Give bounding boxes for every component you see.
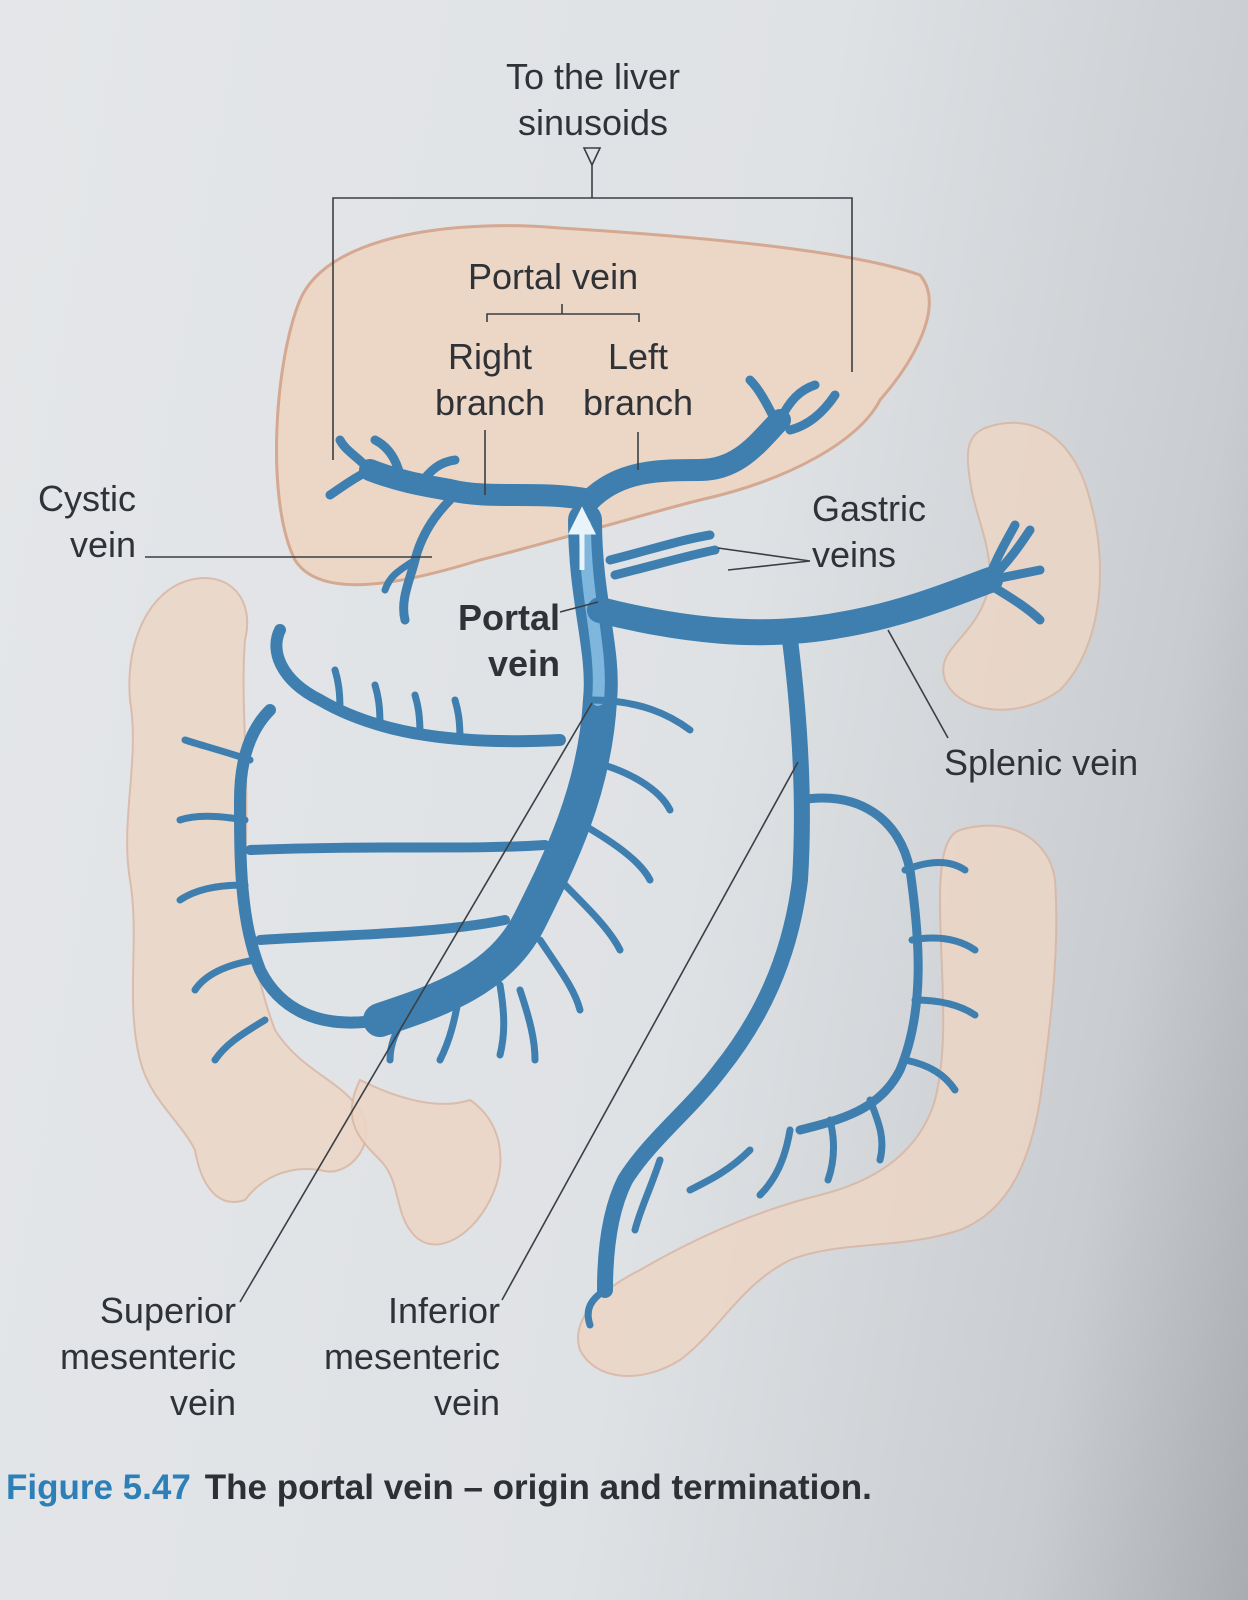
superior-mesenteric-line2: mesenteric <box>59 1336 236 1377</box>
leader-lines <box>145 147 949 1303</box>
cystic-vein-label: Cystic vein <box>10 476 136 568</box>
liver-sinusoids-line1: To the liver <box>505 56 681 97</box>
left-branch-line2: branch <box>582 382 694 423</box>
ascending-colon <box>126 577 368 1203</box>
flow-arrow <box>567 506 597 570</box>
superior-mesenteric-line1: Superior <box>99 1290 236 1331</box>
gastric-veins-line1: Gastric <box>812 488 927 529</box>
portal-vein-center-label: Portal vein <box>420 595 560 687</box>
liver-sinusoids-line2: sinusoids <box>517 102 669 143</box>
figure-caption: Figure 5.47 The portal vein – origin and … <box>6 1468 872 1508</box>
gastric-veins <box>605 530 720 580</box>
inferior-mesenteric-line3: vein <box>433 1382 500 1423</box>
figure-number: Figure 5.47 <box>6 1468 191 1507</box>
portal-vein-center-line1: Portal <box>457 597 560 638</box>
descending-colon <box>577 824 1058 1377</box>
portal-vein-center-line2: vein <box>487 643 560 684</box>
inferior-mesenteric-vein-label: Inferior mesenteric vein <box>290 1288 500 1426</box>
left-branch-label: Left branch <box>568 334 708 426</box>
left-branch <box>579 375 840 511</box>
left-branch-line1: Left <box>607 336 669 377</box>
splenic-vein-label: Splenic vein <box>944 742 1139 783</box>
right-branch-line1: Right <box>447 336 533 377</box>
cystic-vein-line2: vein <box>69 524 136 565</box>
right-branch <box>325 435 601 511</box>
inferior-mesenteric-line1: Inferior <box>387 1290 500 1331</box>
gastric-veins-line2: veins <box>812 534 897 575</box>
portal-vein-header-label: Portal vein <box>468 256 639 297</box>
caption-text: The portal vein – origin and termination… <box>204 1468 872 1507</box>
cystic-vein-line1: Cystic <box>38 478 136 519</box>
right-branch-line2: branch <box>434 382 546 423</box>
superior-mesenteric-vein-label: Superior mesenteric vein <box>20 1288 236 1426</box>
spleen <box>942 421 1101 711</box>
small-intestine-loop <box>350 1078 502 1246</box>
inferior-mesenteric-line2: mesenteric <box>323 1336 500 1377</box>
splenic-vein <box>587 520 1045 646</box>
cystic-vein-branch <box>381 495 455 625</box>
liver-sinusoids-label: To the liver sinusoids <box>478 54 708 146</box>
right-branch-label: Right branch <box>420 334 560 426</box>
gastric-veins-label: Gastric veins <box>812 486 926 578</box>
inferior-mesenteric-vein <box>584 632 979 1329</box>
superior-mesenteric-line3: vein <box>169 1382 236 1423</box>
